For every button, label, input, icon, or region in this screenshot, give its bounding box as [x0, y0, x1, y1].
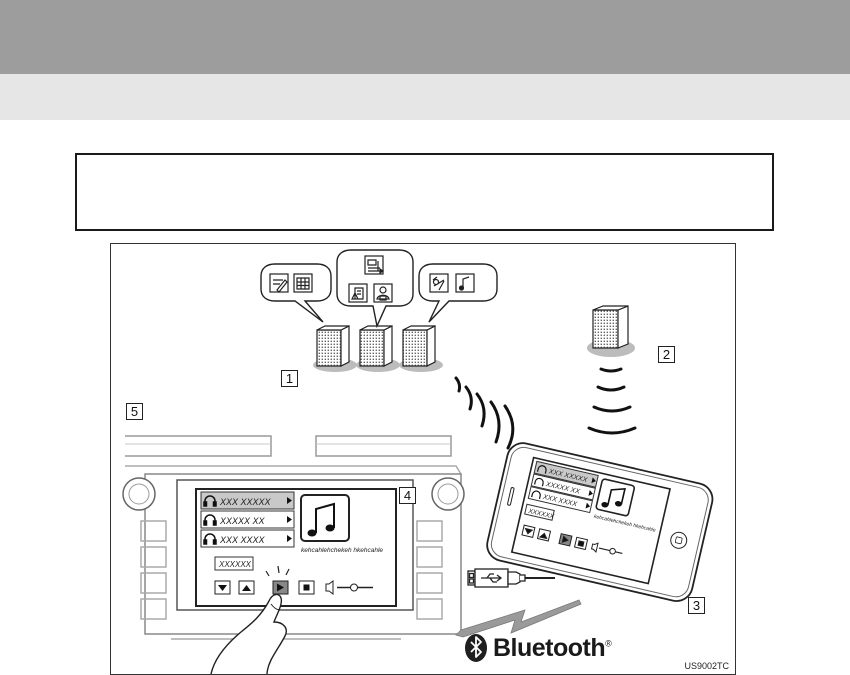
album-art-note-icon — [300, 494, 350, 542]
head-caption: kehcahlehchekeh hkehcahle — [301, 547, 383, 554]
headphone-icon — [203, 495, 217, 545]
wireless-signal-icon — [454, 376, 515, 450]
bluetooth-word: Bluetooth — [493, 634, 606, 662]
head-field: XXXXXX — [218, 560, 252, 569]
callout-2: 2 — [658, 346, 675, 363]
head-track-3: XXX XXXX — [219, 535, 266, 545]
head-controls — [214, 565, 373, 595]
head-unit-screen: XXX XXXXX XXXXX XX XXX XXXX kehcahlehche… — [176, 479, 414, 674]
head-track-1: XXX XXXXX — [219, 497, 272, 507]
callout-3: 3 — [688, 597, 705, 614]
bluetooth-wordmark: Bluetooth® — [493, 634, 612, 663]
weather-icon — [429, 273, 449, 293]
subheader-band — [0, 74, 850, 120]
news-icon — [364, 255, 385, 275]
callout-4: 4 — [399, 487, 416, 504]
bluetooth-arrow — [455, 599, 582, 638]
head-track-2: XXXXX XX — [219, 516, 266, 526]
header-band — [0, 0, 850, 74]
contact-icon — [373, 283, 393, 303]
callout-5: 5 — [126, 403, 143, 420]
callout-1: 1 — [281, 370, 298, 387]
memo-icon — [269, 273, 289, 293]
bluetooth-logo-icon — [465, 634, 487, 662]
dashboard — [122, 435, 465, 640]
note-box — [75, 153, 774, 231]
smartphone: XXX XXXXX XXXXX XX XXX XXXX kehcahlehche… — [486, 442, 714, 602]
cellular-signal-icon — [587, 367, 637, 435]
system-diagram: XXX XXXXX XXXXX XX XXX XXXX kehcahlehche… — [110, 243, 736, 675]
phone-album-note-icon — [595, 478, 636, 517]
pointing-hand-icon — [210, 593, 287, 674]
calendar-icon — [293, 273, 313, 293]
server-building — [587, 305, 635, 357]
usb-cable-icon — [467, 568, 555, 588]
content-providers — [260, 249, 498, 372]
registered-mark: ® — [605, 638, 612, 649]
music-icon — [455, 273, 475, 293]
figure-code: US9002TC — [684, 661, 729, 671]
document-icon — [348, 283, 368, 303]
